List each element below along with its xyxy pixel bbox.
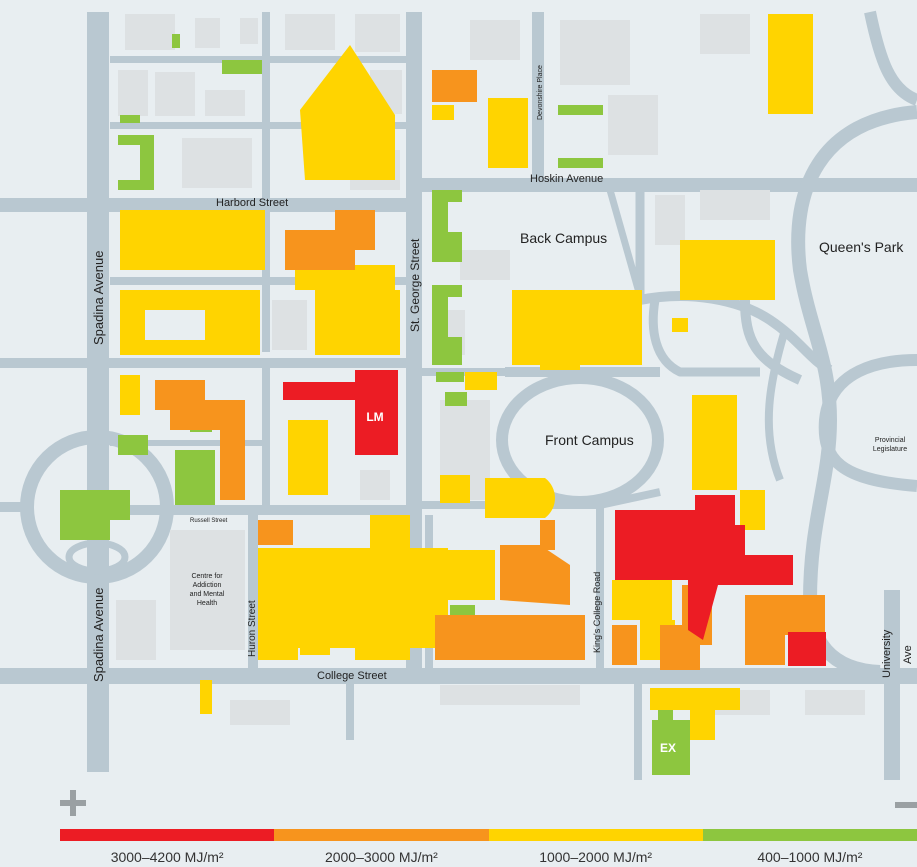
label-camh-1: Centre for bbox=[191, 573, 223, 580]
legend-label-green: 400–1000 MJ/m² bbox=[757, 849, 863, 865]
building-energy-layer bbox=[60, 14, 826, 775]
label-spadina-avenue-top: Spadina Avenue bbox=[91, 251, 106, 345]
label-back-campus: Back Campus bbox=[520, 230, 607, 246]
legend-swatch-green bbox=[702, 829, 917, 841]
plus-icon-vertical bbox=[70, 790, 76, 816]
campus-map[interactable]: LM EX Harbord Street Hoskin Avenue Colle… bbox=[0, 0, 917, 780]
label-college-street: College Street bbox=[317, 670, 387, 682]
zoom-in-button[interactable] bbox=[60, 790, 86, 816]
tag-lm: LM bbox=[366, 410, 383, 424]
other-buildings bbox=[116, 14, 865, 725]
label-kings-college-road: King's College Road bbox=[592, 572, 602, 653]
label-camh-2: Addiction bbox=[193, 582, 222, 589]
label-camh-3: and Mental bbox=[190, 591, 225, 598]
label-queens-park: Queen's Park bbox=[819, 239, 904, 255]
label-ave: Ave bbox=[902, 645, 914, 664]
label-devonshire-place: Devonshire Place bbox=[537, 65, 544, 120]
zoom-out-button[interactable] bbox=[895, 802, 917, 808]
legend-swatch-yellow bbox=[488, 829, 703, 841]
label-front-campus: Front Campus bbox=[545, 432, 634, 448]
label-camh-4: Health bbox=[197, 600, 217, 607]
legend-color-bar bbox=[60, 829, 917, 841]
label-legislature: Legislature bbox=[873, 446, 907, 453]
label-russell-street: Russell Street bbox=[190, 518, 228, 524]
legend-labels: 3000–4200 MJ/m² 2000–3000 MJ/m² 1000–200… bbox=[60, 848, 917, 867]
legend-label-red: 3000–4200 MJ/m² bbox=[110, 849, 224, 865]
label-st-george-street: St. George Street bbox=[408, 238, 422, 332]
label-provincial: Provincial bbox=[875, 437, 906, 444]
road-network bbox=[0, 10, 917, 780]
label-hoskin-avenue: Hoskin Avenue bbox=[530, 173, 603, 185]
label-huron-street: Huron Street bbox=[247, 600, 258, 657]
legend-swatch-red bbox=[60, 829, 275, 841]
legend-label-yellow: 1000–2000 MJ/m² bbox=[539, 849, 653, 865]
legend-swatch-orange bbox=[274, 829, 489, 841]
label-harbord-street: Harbord Street bbox=[216, 197, 288, 209]
legend-label-orange: 2000–3000 MJ/m² bbox=[324, 849, 438, 865]
tag-ex: EX bbox=[660, 741, 676, 755]
label-spadina-avenue-bottom: Spadina Avenue bbox=[91, 588, 106, 682]
label-university: University bbox=[881, 629, 893, 678]
